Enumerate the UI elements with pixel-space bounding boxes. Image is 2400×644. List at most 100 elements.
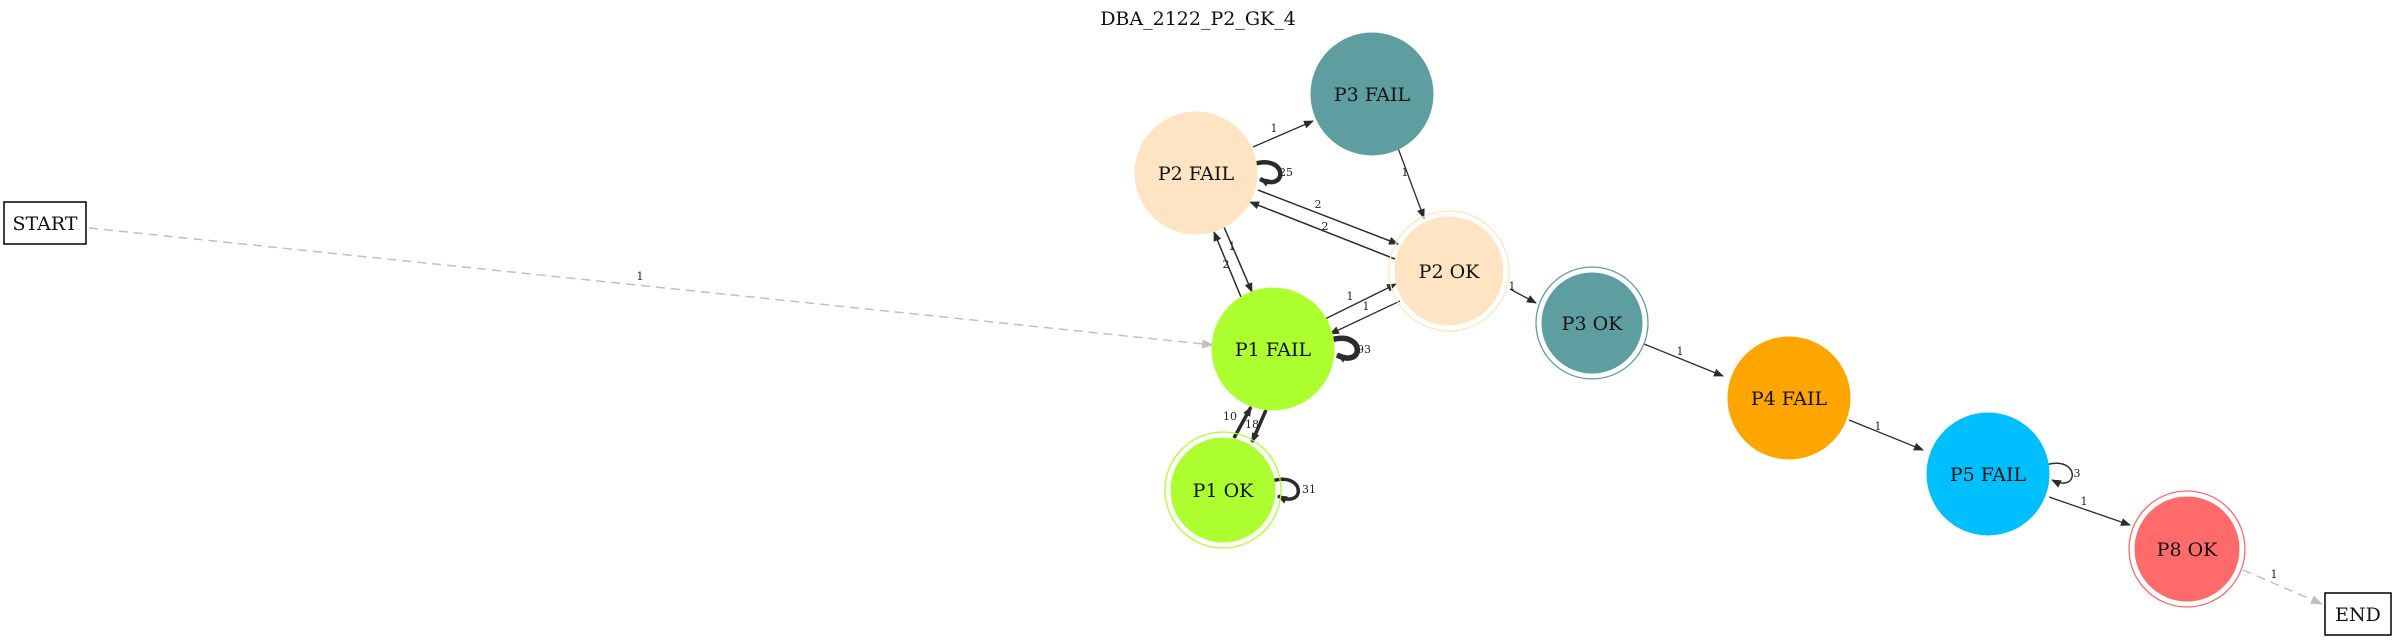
node-p1-ok: P1 OK bbox=[1164, 431, 1282, 549]
edge-line-p2ok-p2fail bbox=[1249, 201, 1396, 260]
edge-label-p8ok-end: 1 bbox=[2271, 568, 2278, 581]
node-p5-fail: P5 FAIL bbox=[1926, 412, 2050, 536]
edge-label-p2ok-p1fail: 1 bbox=[1363, 300, 1370, 313]
edge-p2ok-p2fail: 2 bbox=[1249, 201, 1396, 260]
edge-label-p2fail-self: 25 bbox=[1279, 166, 1293, 179]
edge-label-p1ok-p1fail: 10 bbox=[1223, 410, 1237, 423]
edge-p2fail-p2ok: 2 bbox=[1257, 189, 1399, 245]
edge-p5fail-p8ok: 1 bbox=[2048, 495, 2131, 526]
edge-line-p1fail-p2fail bbox=[1213, 231, 1242, 298]
nodes-layer: START END P3 FAIL P2 FAIL P2 OK P1 FAIL P1 OK P… bbox=[3, 32, 2392, 636]
edge-line-p1fail-p1ok bbox=[1250, 409, 1268, 443]
edge-line-p5fail-p8ok bbox=[2048, 496, 2131, 526]
edge-line-p3fail-p2ok bbox=[1397, 147, 1425, 219]
edge-label-p5fail-self: 3 bbox=[2074, 467, 2081, 480]
node-p8-ok-circle bbox=[2134, 496, 2240, 602]
node-end-label: END bbox=[2335, 604, 2381, 626]
edge-label-p5fail-p8ok: 1 bbox=[2081, 495, 2088, 508]
edge-line-p4fail-p5fail bbox=[1848, 419, 1924, 451]
edge-label-p1fail-p2fail: 2 bbox=[1223, 258, 1230, 271]
edge-line-p2fail-p2ok bbox=[1257, 189, 1399, 245]
edge-line-p1ok-p1fail bbox=[1232, 406, 1253, 439]
edge-p1ok-self: 31 bbox=[1271, 477, 1316, 504]
edge-start-p1fail: 1 bbox=[88, 227, 1214, 349]
edge-label-p3ok-p4fail: 1 bbox=[1677, 345, 1684, 358]
edge-p2fail-self: 25 bbox=[1253, 160, 1293, 187]
edge-line-p1fail-p2ok bbox=[1324, 283, 1397, 320]
edge-label-start-p1fail: 1 bbox=[637, 270, 644, 283]
edge-line-p2fail-p3fail bbox=[1252, 120, 1314, 148]
edge-label-p1ok-self: 31 bbox=[1302, 483, 1316, 496]
edge-line-p5fail-self bbox=[2045, 462, 2074, 488]
edge-line-p2ok-p1fail bbox=[1329, 300, 1401, 335]
edge-label-p2fail-p2ok: 2 bbox=[1315, 198, 1322, 211]
edge-label-p1fail-p1ok: 18 bbox=[1245, 418, 1259, 431]
node-p1-ok-circle bbox=[1170, 437, 1276, 543]
node-p5-fail-circle bbox=[1926, 412, 2050, 536]
edge-p4fail-p5fail: 1 bbox=[1848, 419, 1924, 451]
node-p1-fail: P1 FAIL bbox=[1211, 287, 1335, 411]
node-p2-fail-label: P2 FAIL bbox=[1158, 163, 1235, 185]
node-p4-fail-circle bbox=[1727, 336, 1851, 460]
edge-p2fail-p1fail: 1 bbox=[1223, 226, 1253, 293]
node-p8-ok: P8 OK bbox=[2128, 490, 2246, 608]
edge-line-p1fail-self bbox=[1330, 335, 1360, 363]
node-p5-fail-label: P5 FAIL bbox=[1950, 464, 2027, 486]
edge-line-p2ok-p3ok bbox=[1509, 288, 1537, 304]
edge-p2fail-p3fail: 1 bbox=[1252, 120, 1314, 148]
node-p3-fail-circle bbox=[1310, 32, 1434, 156]
node-end: END bbox=[2324, 592, 2392, 636]
node-p8-ok-label: P8 OK bbox=[2157, 539, 2218, 561]
edge-line-p3ok-p4fail bbox=[1643, 343, 1724, 377]
edge-line-p2fail-p1fail bbox=[1223, 226, 1253, 293]
node-p2-ok: P2 OK bbox=[1388, 210, 1510, 332]
edge-line-p8ok-end bbox=[2242, 569, 2323, 605]
node-p4-fail-label: P4 FAIL bbox=[1751, 388, 1828, 410]
node-p2-ok-circle bbox=[1394, 216, 1504, 326]
edge-line-start-p1fail bbox=[88, 227, 1214, 349]
edge-label-p2fail-p3fail: 1 bbox=[1271, 122, 1278, 135]
node-p3-fail: P3 FAIL bbox=[1310, 32, 1434, 156]
node-p1-fail-circle bbox=[1211, 287, 1335, 411]
node-p3-ok: P3 OK bbox=[1535, 266, 1649, 380]
edge-label-p3fail-p2ok: 1 bbox=[1402, 166, 1409, 179]
edge-p1fail-p2ok: 1 bbox=[1324, 283, 1397, 320]
edge-p1fail-p1ok: 18 bbox=[1245, 409, 1268, 443]
node-p1-fail-label: P1 FAIL bbox=[1235, 339, 1312, 361]
node-p4-fail: P4 FAIL bbox=[1727, 336, 1851, 460]
node-p3-ok-circle bbox=[1541, 272, 1643, 374]
edge-label-p4fail-p5fail: 1 bbox=[1875, 420, 1882, 433]
node-p2-ok-outer-ring bbox=[1388, 210, 1510, 332]
node-start-box bbox=[3, 201, 87, 245]
node-p2-fail: P2 FAIL bbox=[1134, 111, 1258, 235]
edge-label-p2ok-p3ok: 1 bbox=[1509, 280, 1516, 293]
edge-p1ok-p1fail: 10 bbox=[1223, 406, 1253, 439]
node-p2-ok-label: P2 OK bbox=[1419, 261, 1480, 283]
edge-p3ok-p4fail: 1 bbox=[1643, 343, 1724, 377]
node-p3-ok-label: P3 OK bbox=[1562, 313, 1623, 335]
edge-p2ok-p3ok: 1 bbox=[1509, 280, 1537, 304]
node-p3-fail-label: P3 FAIL bbox=[1334, 84, 1411, 106]
node-start-label: START bbox=[12, 213, 77, 235]
node-end-box bbox=[2324, 592, 2392, 636]
edge-line-p2fail-self bbox=[1253, 160, 1283, 187]
edge-label-p1fail-self: 93 bbox=[1357, 343, 1371, 356]
node-p2-fail-circle bbox=[1134, 111, 1258, 235]
edge-p1fail-self: 93 bbox=[1330, 335, 1371, 363]
edge-p3fail-p2ok: 1 bbox=[1397, 147, 1425, 219]
edge-p5fail-self: 3 bbox=[2045, 462, 2081, 488]
node-p1-ok-outer-ring bbox=[1164, 431, 1282, 549]
edge-label-p2fail-p1fail: 1 bbox=[1229, 240, 1236, 253]
edge-p1fail-p2fail: 2 bbox=[1213, 231, 1242, 298]
edge-label-p2ok-p2fail: 2 bbox=[1322, 220, 1329, 233]
diagram-title: DBA_2122_P2_GK_4 bbox=[1100, 8, 1296, 30]
edge-p2ok-p1fail: 1 bbox=[1329, 300, 1401, 335]
node-start: START bbox=[3, 201, 87, 245]
node-p3-ok-outer-ring bbox=[1535, 266, 1649, 380]
node-p8-ok-outer-ring bbox=[2128, 490, 2246, 608]
edge-line-p1ok-self bbox=[1271, 477, 1301, 504]
node-p1-ok-label: P1 OK bbox=[1193, 480, 1254, 502]
edge-p8ok-end: 1 bbox=[2242, 568, 2323, 605]
